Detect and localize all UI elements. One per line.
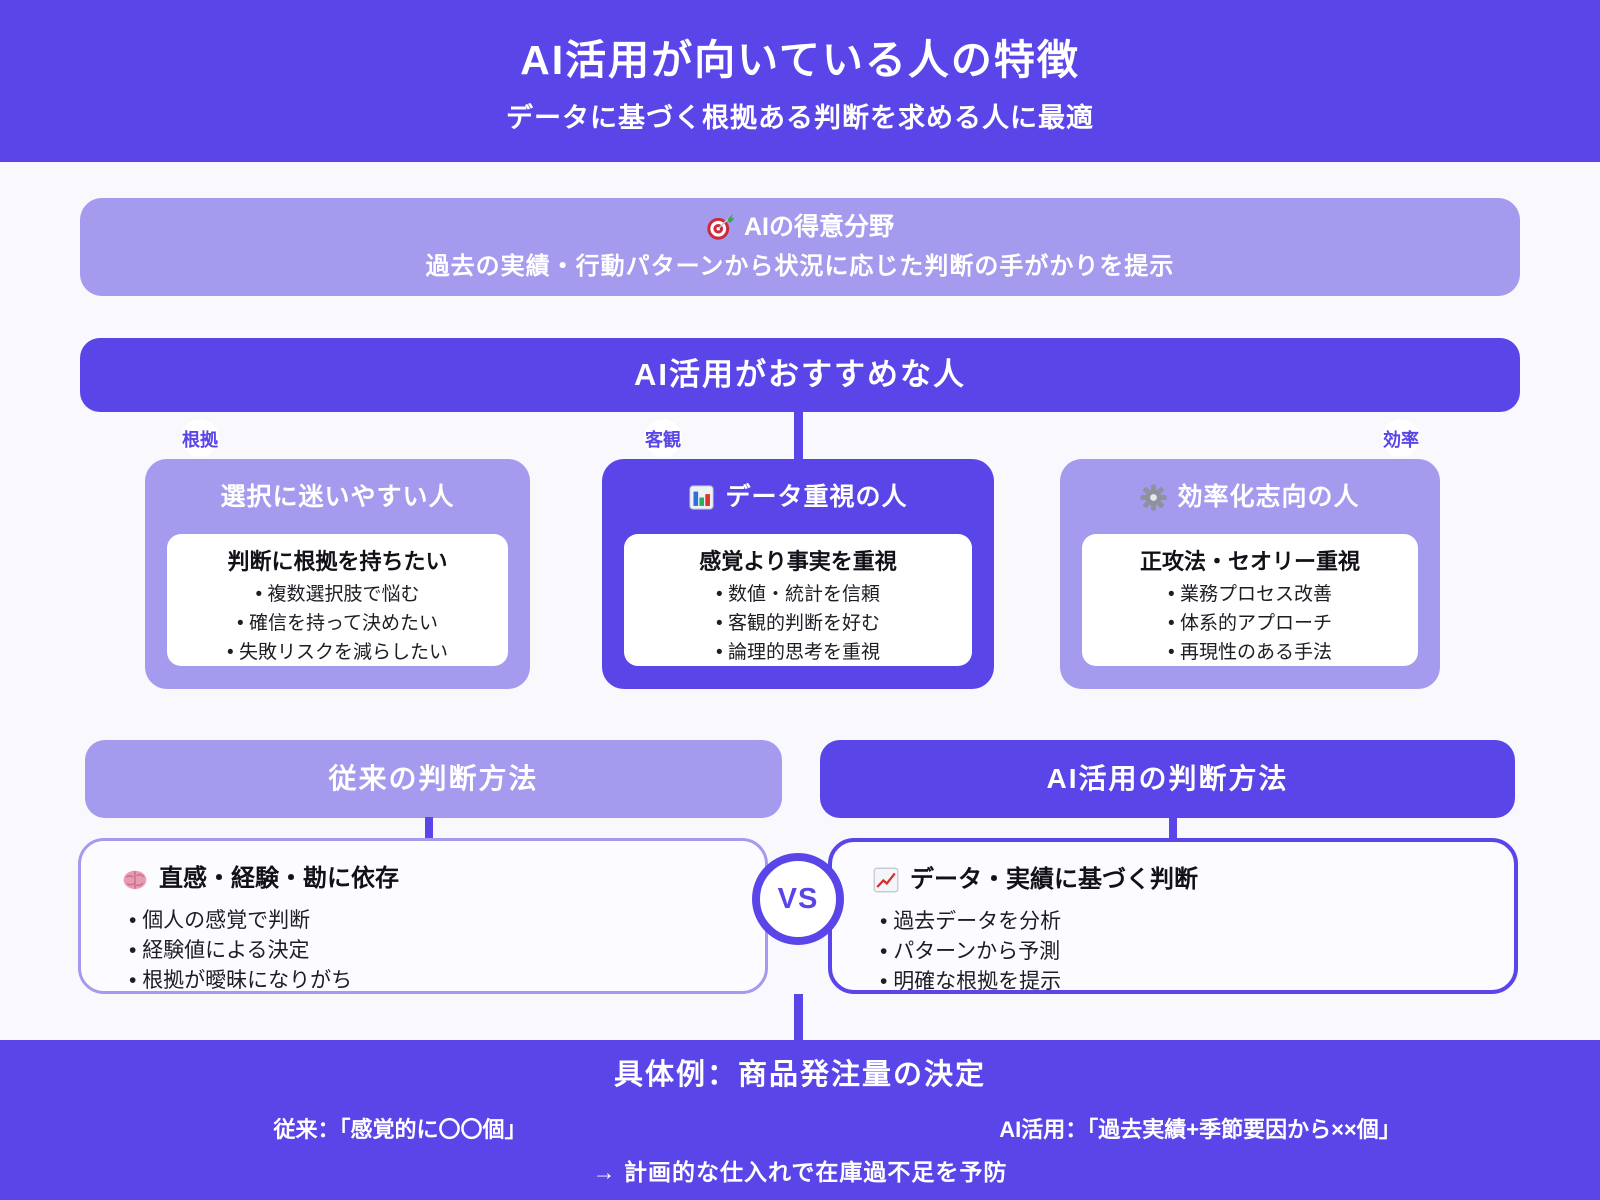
ai-strength-title: AIの得意分野 [743, 213, 894, 241]
persona-card-data-driven: データ重視の人 感覚より事実を重視 数値・統計を信頼 客観的判断を好む 論理的思… [602, 459, 994, 689]
example-row: 従来：「感覚的に〇〇個」 AI活用：「過去実績+季節要因から××個」 [0, 1115, 1600, 1145]
persona-card-title: データ重視の人 [602, 459, 994, 513]
example-ai: AI活用：「過去実績+季節要因から××個」 [999, 1117, 1401, 1142]
tag-evidence: 根拠 [182, 427, 218, 453]
tag-objectivity: 客観 [645, 427, 681, 453]
trend-up-icon [872, 866, 900, 894]
ai-method-box: データ・実績に基づく判断 過去データを分析 パターンから予測 明確な根拠を提示 [828, 838, 1518, 994]
traditional-method-title: 直感・経験・勘に依存 [159, 865, 399, 892]
persona-card-title: 選択に迷いやすい人 [145, 459, 530, 513]
bullet-item: 確信を持って決めたい [167, 609, 508, 638]
bullet-item: 失敗リスクを減らしたい [167, 638, 508, 667]
example-conclusion: → 計画的な仕入れで在庫過不足を予防 [592, 1159, 1008, 1185]
recommend-banner: AI活用がおすすめな人 [80, 338, 1520, 412]
ai-method-header: AI活用の判断方法 [820, 740, 1515, 818]
bullet-item: 経験値による決定 [129, 936, 745, 966]
bullet-item: 業務プロセス改善 [1082, 580, 1418, 609]
persona-card-title-text: 効率化志向の人 [1177, 483, 1360, 511]
persona-card-indecisive: 選択に迷いやすい人 判断に根拠を持ちたい 複数選択肢で悩む 確信を持って決めたい… [145, 459, 530, 689]
connector-ai [1169, 817, 1177, 840]
persona-card-subtitle: 感覚より事実を重視 [699, 549, 897, 574]
persona-card-bullets: 数値・統計を信頼 客観的判断を好む 論理的思考を重視 [624, 580, 972, 667]
persona-card-subtitle: 判断に根拠を持ちたい [227, 549, 448, 574]
persona-card-detail: 感覚より事実を重視 数値・統計を信頼 客観的判断を好む 論理的思考を重視 [624, 534, 972, 666]
bar-chart-icon [688, 484, 715, 511]
bullet-item: 論理的思考を重視 [624, 638, 972, 667]
page-header: AI活用が向いている人の特徴 データに基づく根拠ある判断を求める人に最適 [0, 0, 1600, 162]
traditional-method-header: 従来の判断方法 [85, 740, 782, 818]
bullet-item: パターンから予測 [880, 937, 1494, 967]
persona-card-detail: 判断に根拠を持ちたい 複数選択肢で悩む 確信を持って決めたい 失敗リスクを減らし… [167, 534, 508, 666]
connector-footer [794, 994, 803, 1040]
persona-card-bullets: 業務プロセス改善 体系的アプローチ 再現性のある手法 [1082, 580, 1418, 667]
bullet-item: 再現性のある手法 [1082, 638, 1418, 667]
bullet-item: 体系的アプローチ [1082, 609, 1418, 638]
example-footer: 具体例：商品発注量の決定 従来：「感覚的に〇〇個」 AI活用：「過去実績+季節要… [0, 1040, 1600, 1200]
vs-badge: VS [752, 853, 844, 945]
ai-method-title-row: データ・実績に基づく判断 [872, 865, 1494, 895]
traditional-method-title-row: 直感・経験・勘に依存 [121, 864, 745, 894]
connector-top [794, 412, 803, 459]
persona-card-title-text: 選択に迷いやすい人 [220, 483, 455, 511]
page-title: AI活用が向いている人の特徴 [520, 37, 1080, 83]
brain-icon [121, 865, 149, 893]
persona-card-title-text: データ重視の人 [725, 483, 908, 511]
ai-strength-description: 過去の実績・行動パターンから状況に応じた判断の手がかりを提示 [425, 253, 1175, 280]
persona-card-efficiency: 効率化志向の人 正攻法・セオリー重視 業務プロセス改善 体系的アプローチ 再現性… [1060, 459, 1440, 689]
traditional-method-box: 直感・経験・勘に依存 個人の感覚で判断 経験値による決定 根拠が曖昧になりがち [78, 838, 768, 994]
persona-card-detail: 正攻法・セオリー重視 業務プロセス改善 体系的アプローチ 再現性のある手法 [1082, 534, 1418, 666]
traditional-method-bullets: 個人の感覚で判断 経験値による決定 根拠が曖昧になりがち [129, 906, 745, 996]
connector-traditional [425, 817, 433, 840]
ai-strength-banner: AIの得意分野 過去の実績・行動パターンから状況に応じた判断の手がかりを提示 [80, 198, 1520, 296]
bullet-item: 個人の感覚で判断 [129, 906, 745, 936]
target-icon [706, 213, 734, 241]
bullet-item: 数値・統計を信頼 [624, 580, 972, 609]
persona-card-subtitle: 正攻法・セオリー重視 [1139, 549, 1360, 574]
page-subtitle: データに基づく根拠ある判断を求める人に最適 [506, 103, 1094, 133]
bullet-item: 根拠が曖昧になりがち [129, 966, 745, 996]
ai-strength-title-row: AIの得意分野 [80, 198, 1520, 243]
persona-card-bullets: 複数選択肢で悩む 確信を持って決めたい 失敗リスクを減らしたい [167, 580, 508, 667]
bullet-item: 過去データを分析 [880, 907, 1494, 937]
tag-efficiency: 効率 [1383, 427, 1419, 453]
example-title: 具体例：商品発注量の決定 [613, 1059, 986, 1091]
bullet-item: 明確な根拠を提示 [880, 967, 1494, 997]
bullet-item: 複数選択肢で悩む [167, 580, 508, 609]
ai-method-title: データ・実績に基づく判断 [910, 866, 1198, 893]
ai-method-bullets: 過去データを分析 パターンから予測 明確な根拠を提示 [880, 907, 1494, 997]
gear-icon [1140, 484, 1168, 511]
example-traditional: 従来：「感覚的に〇〇個」 [273, 1117, 527, 1142]
bullet-item: 客観的判断を好む [624, 609, 972, 638]
persona-card-title: 効率化志向の人 [1060, 459, 1440, 513]
